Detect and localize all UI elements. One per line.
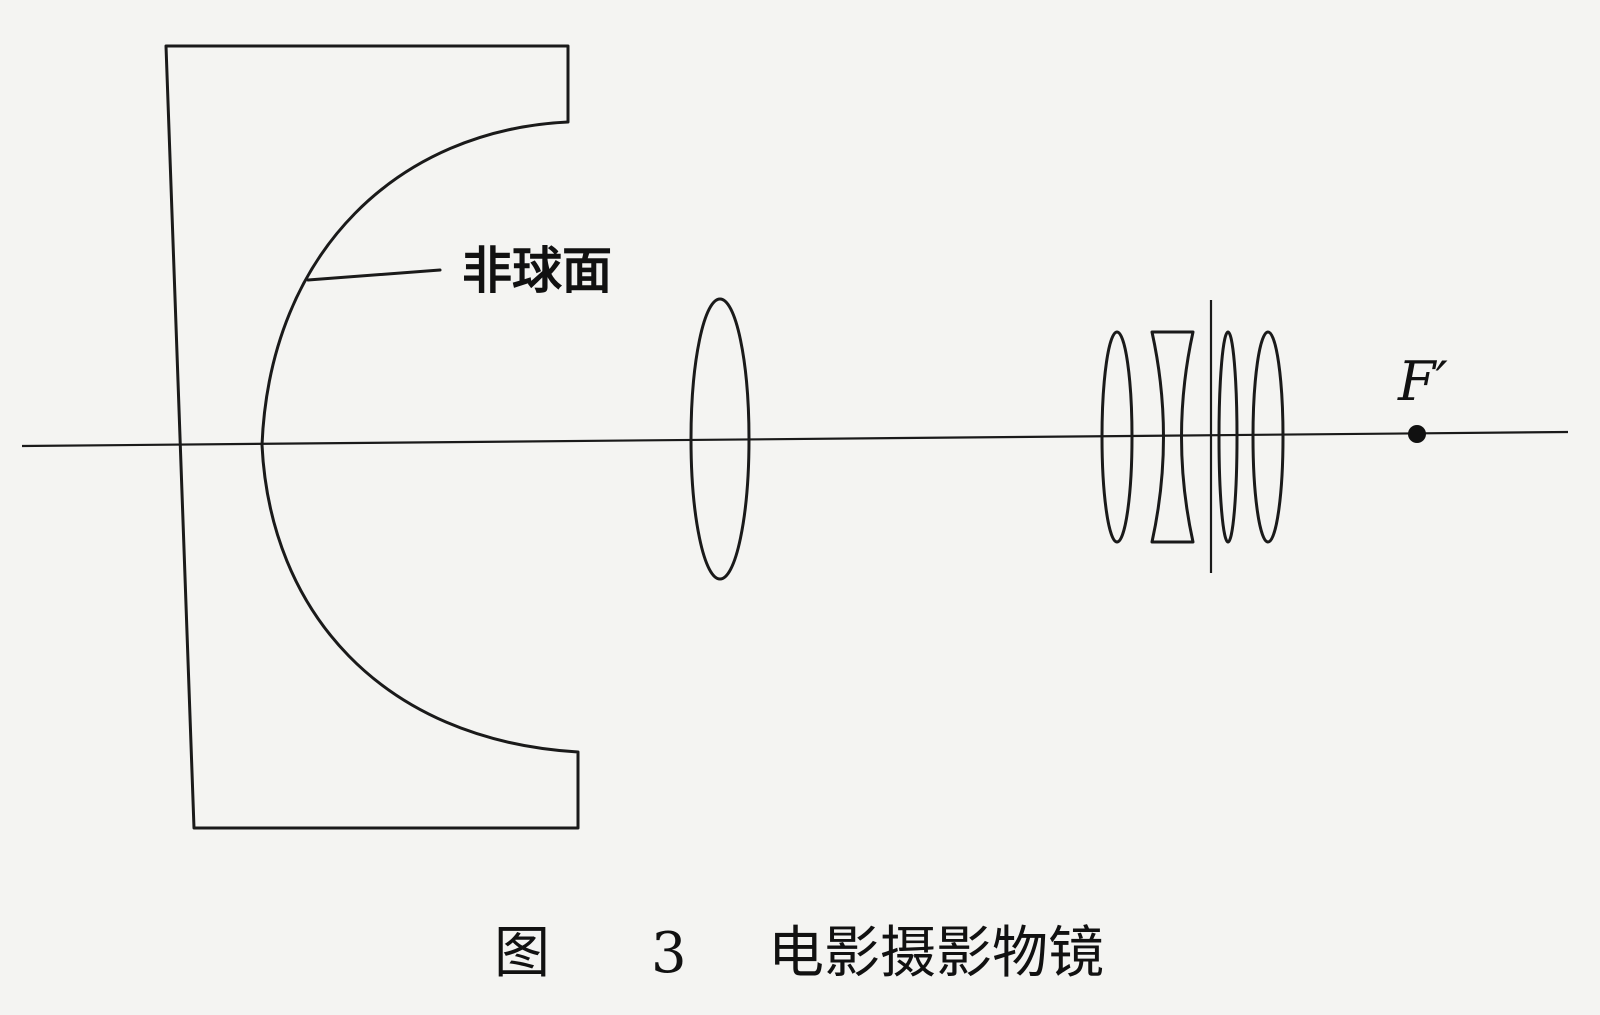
rear-convex-lens-3 (1251, 330, 1285, 544)
aspheric-leader-line (306, 268, 442, 282)
caption-number: 3 (651, 921, 687, 986)
rear-convex-lens-2 (1217, 330, 1239, 544)
focal-point-dot (1408, 425, 1426, 443)
middle-convex-lens (689, 297, 751, 581)
aspheric-front-element (164, 44, 580, 830)
optical-axis (21, 430, 1569, 448)
caption-title: 电影摄影物镜 (768, 921, 1104, 986)
focal-point-label: F′ (1397, 350, 1448, 413)
aspheric-label: 非球面 (462, 242, 612, 300)
rear-convex-lens-1 (1100, 330, 1134, 544)
rear-concave-lens (1150, 330, 1195, 544)
caption-prefix: 图 (494, 921, 550, 986)
